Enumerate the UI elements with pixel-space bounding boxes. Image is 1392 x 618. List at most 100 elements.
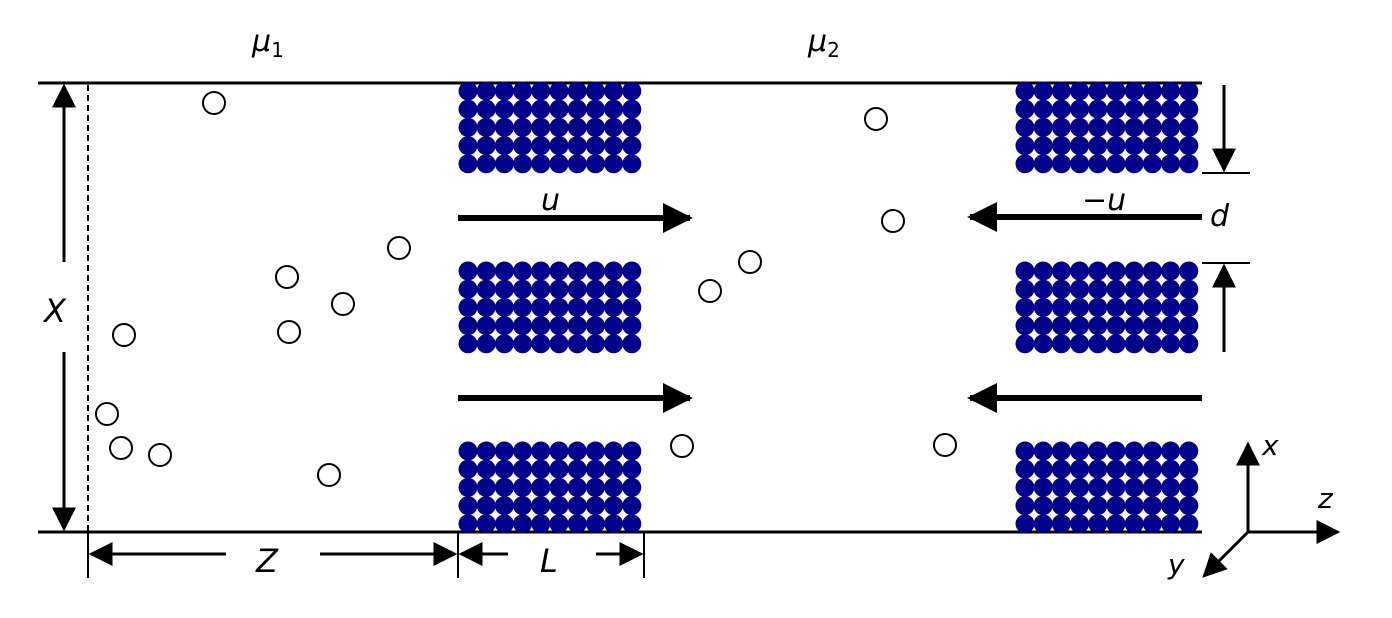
membrane-particle (1051, 459, 1071, 479)
membrane-particle (1161, 496, 1181, 516)
membrane-particle (567, 459, 587, 479)
membrane-particle (1179, 441, 1199, 461)
membrane-particle (1070, 81, 1090, 101)
membrane-particle (1033, 279, 1053, 299)
membrane-particle (1124, 261, 1144, 281)
membrane-particle (549, 316, 569, 336)
membrane-particle (1124, 316, 1144, 336)
membrane-particle (531, 514, 551, 534)
membrane-particle (1015, 459, 1035, 479)
membrane-particle (1051, 279, 1071, 299)
membrane-particle (549, 459, 569, 479)
membrane-particle (1106, 261, 1126, 281)
membrane-particle (1033, 261, 1053, 281)
membrane-particle (567, 316, 587, 336)
membrane-particle (458, 136, 478, 156)
membrane-particle (1161, 334, 1181, 354)
membrane-particle (1070, 297, 1090, 317)
membrane-particle (1051, 261, 1071, 281)
membrane-particle (1161, 316, 1181, 336)
solvent-particle (387, 236, 411, 260)
x-dimension-label: X (42, 292, 67, 330)
membrane-particle (476, 459, 496, 479)
membrane-particle (1142, 477, 1162, 497)
membrane-particle (494, 81, 514, 101)
membrane-particle (1179, 154, 1199, 174)
membrane-particle (531, 459, 551, 479)
membrane-particle (567, 136, 587, 156)
membrane-particle (1051, 316, 1071, 336)
membrane-particle (494, 459, 514, 479)
membrane-particle (622, 496, 642, 516)
membrane-particle (476, 154, 496, 174)
membrane-particle (585, 477, 605, 497)
membrane-particle (1161, 117, 1181, 137)
membrane-particle (513, 81, 533, 101)
membrane-particle (513, 477, 533, 497)
membrane-particle (1015, 496, 1035, 516)
membrane-particle (1051, 297, 1071, 317)
membrane-particle (1051, 81, 1071, 101)
membrane-particle (622, 99, 642, 119)
mu2-label: μ2 (807, 24, 840, 62)
membrane-particle (567, 514, 587, 534)
membrane-particle (585, 459, 605, 479)
membrane-particle (1088, 261, 1108, 281)
membrane-particle (1015, 441, 1035, 461)
membrane-particle (622, 477, 642, 497)
membrane-particle (1161, 136, 1181, 156)
membrane-particle (531, 261, 551, 281)
membrane-particle (531, 99, 551, 119)
membrane-particle (549, 81, 569, 101)
membrane-particle (604, 297, 624, 317)
membrane-particle (476, 279, 496, 299)
membrane-particle (1124, 279, 1144, 299)
membrane-particle (549, 441, 569, 461)
membrane-particle (1033, 316, 1053, 336)
membrane-particle (513, 459, 533, 479)
membrane-particle (1015, 316, 1035, 336)
membrane-particle (494, 496, 514, 516)
membrane-particle (1051, 441, 1071, 461)
membrane-particle (1070, 154, 1090, 174)
membrane-particle (1051, 514, 1071, 534)
solvent-particle (112, 323, 136, 347)
membrane-particle (622, 334, 642, 354)
membrane-particle (1142, 441, 1162, 461)
membrane-particle (1106, 279, 1126, 299)
membrane-particle (604, 459, 624, 479)
membrane-particle (1142, 99, 1162, 119)
membrane-particle (604, 477, 624, 497)
membrane-particle (585, 279, 605, 299)
solvent-particle (109, 436, 133, 460)
membrane-particle (567, 154, 587, 174)
membrane-particle (1015, 99, 1035, 119)
membrane-particle (476, 316, 496, 336)
membrane-particle (1179, 81, 1199, 101)
membrane-particle (1088, 441, 1108, 461)
membrane-particle (1033, 297, 1053, 317)
membrane-particle (1106, 496, 1126, 516)
membrane-particle (531, 496, 551, 516)
membrane-particle (585, 441, 605, 461)
membrane-particle (513, 136, 533, 156)
membrane-particle (604, 154, 624, 174)
membrane-particle (1015, 154, 1035, 174)
membrane-particle (494, 477, 514, 497)
membrane-particle (1124, 297, 1144, 317)
membrane-particle (1142, 459, 1162, 479)
membrane-particle (531, 136, 551, 156)
membrane-particle (458, 154, 478, 174)
membrane-particle (458, 496, 478, 516)
membrane-particle (1179, 297, 1199, 317)
membrane-particle (604, 334, 624, 354)
membrane-particle (531, 154, 551, 174)
membrane-particle (622, 81, 642, 101)
solvent-particle (698, 279, 722, 303)
membrane-particle (1142, 316, 1162, 336)
membrane-particle (1161, 297, 1181, 317)
membrane-particle (1106, 316, 1126, 336)
membrane-particle (1179, 99, 1199, 119)
membrane-particle (1070, 279, 1090, 299)
membrane-particle (1106, 136, 1126, 156)
